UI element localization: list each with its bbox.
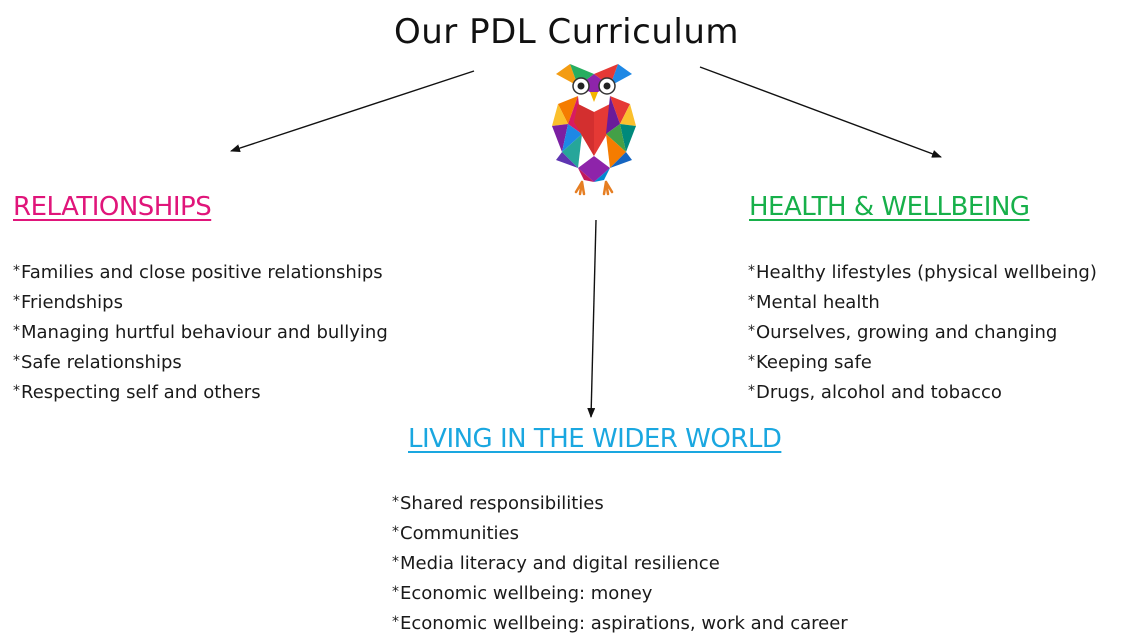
living-wider-world-heading: LIVING IN THE WIDER WORLD (408, 424, 782, 454)
list-item: Safe relationships (13, 347, 388, 377)
list-item: Shared responsibilities (392, 488, 848, 518)
list-item: Mental health (748, 287, 1097, 317)
list-item: Friendships (13, 287, 388, 317)
list-item: Keeping safe (748, 347, 1097, 377)
list-item: Economic wellbeing: money (392, 578, 848, 608)
relationships-heading: RELATIONSHIPS (13, 192, 212, 222)
arrow-to-living (587, 219, 597, 418)
health-wellbeing-heading: HEALTH & WELLBEING (749, 192, 1030, 222)
living-wider-world-list: Shared responsibilities Communities Medi… (392, 488, 848, 638)
list-item: Economic wellbeing: aspirations, work an… (392, 608, 848, 638)
list-item: Ourselves, growing and changing (748, 317, 1097, 347)
relationships-list: Families and close positive relationship… (13, 257, 388, 407)
list-item: Managing hurtful behaviour and bullying (13, 317, 388, 347)
arrow-to-relationships (230, 70, 475, 152)
list-item: Healthy lifestyles (physical wellbeing) (748, 257, 1097, 287)
list-item: Media literacy and digital resilience (392, 548, 848, 578)
arrow-to-health (699, 66, 942, 158)
list-item: Communities (392, 518, 848, 548)
page-title: Our PDL Curriculum (394, 12, 739, 52)
owl-icon (552, 64, 636, 196)
health-wellbeing-list: Healthy lifestyles (physical wellbeing) … (748, 257, 1097, 407)
list-item: Families and close positive relationship… (13, 257, 388, 287)
list-item: Respecting self and others (13, 377, 388, 407)
list-item: Drugs, alcohol and tobacco (748, 377, 1097, 407)
